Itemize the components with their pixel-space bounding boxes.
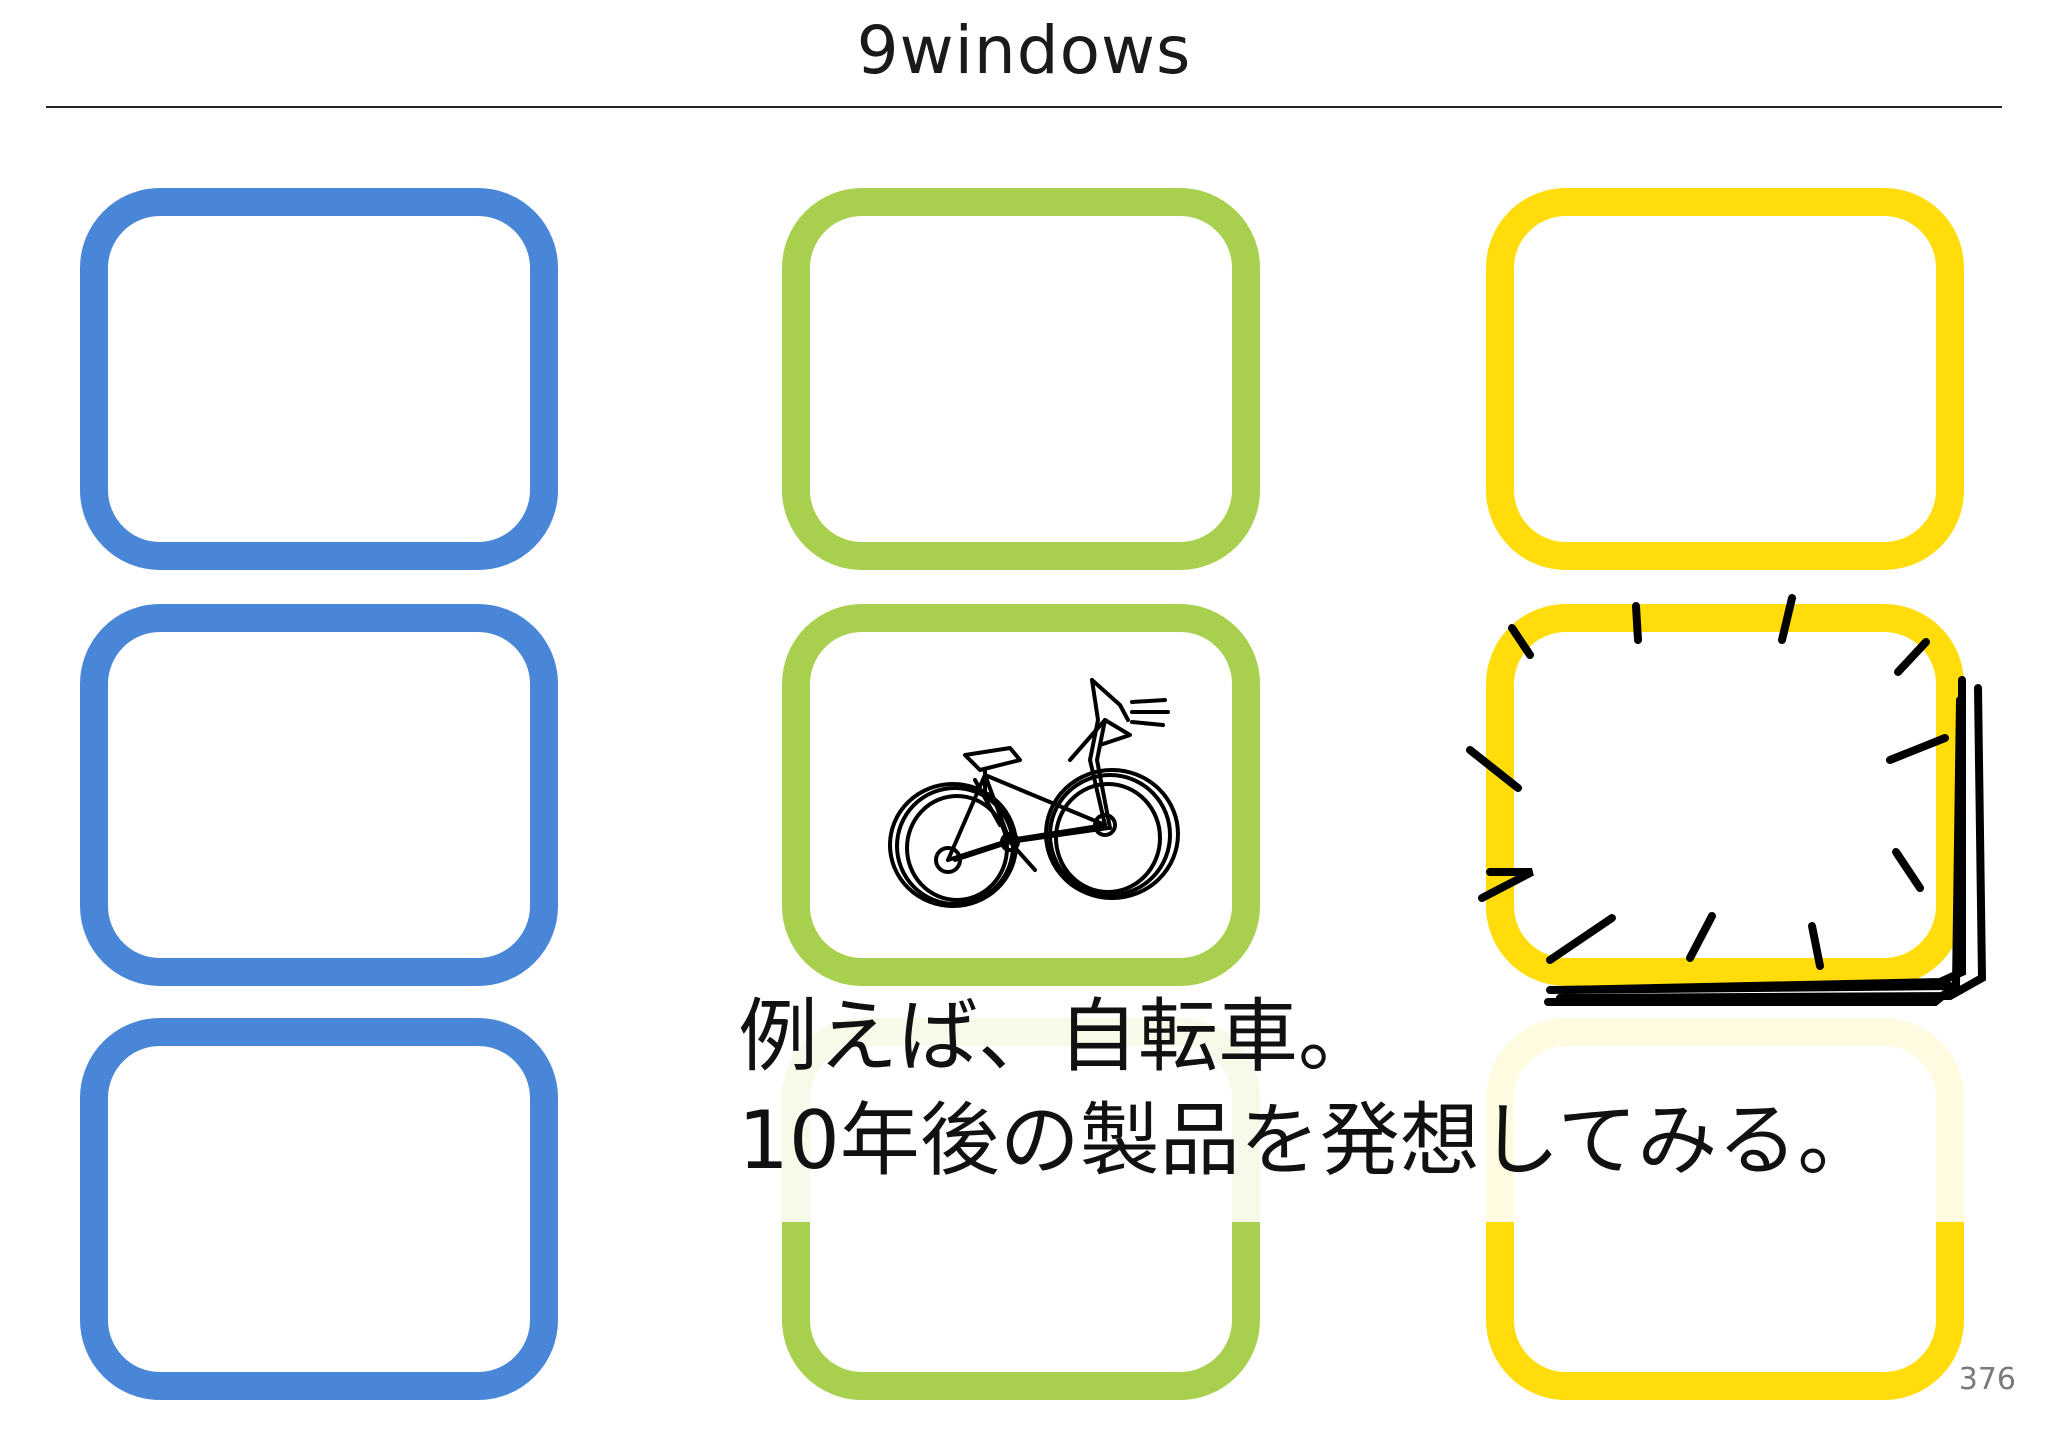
slide-title: 9windows bbox=[856, 12, 1192, 89]
caption-line-1: 例えば、自転車。 bbox=[738, 990, 1378, 1083]
window-present-system bbox=[782, 604, 1260, 986]
window-past-sub bbox=[80, 1018, 558, 1400]
window-future-system bbox=[1486, 604, 1964, 986]
caption-backdrop bbox=[740, 990, 1990, 1222]
caption-line-2: 10年後の製品を発想してみる。 bbox=[738, 1094, 1878, 1187]
window-past-super bbox=[80, 188, 558, 570]
page-number: 376 bbox=[1958, 1362, 2016, 1397]
window-future-super bbox=[1486, 188, 1964, 570]
caption: 例えば、自転車。 10年後の製品を発想してみる。 bbox=[738, 985, 1877, 1193]
window-present-super bbox=[782, 188, 1260, 570]
title-divider bbox=[46, 106, 2002, 108]
window-past-system bbox=[80, 604, 558, 986]
